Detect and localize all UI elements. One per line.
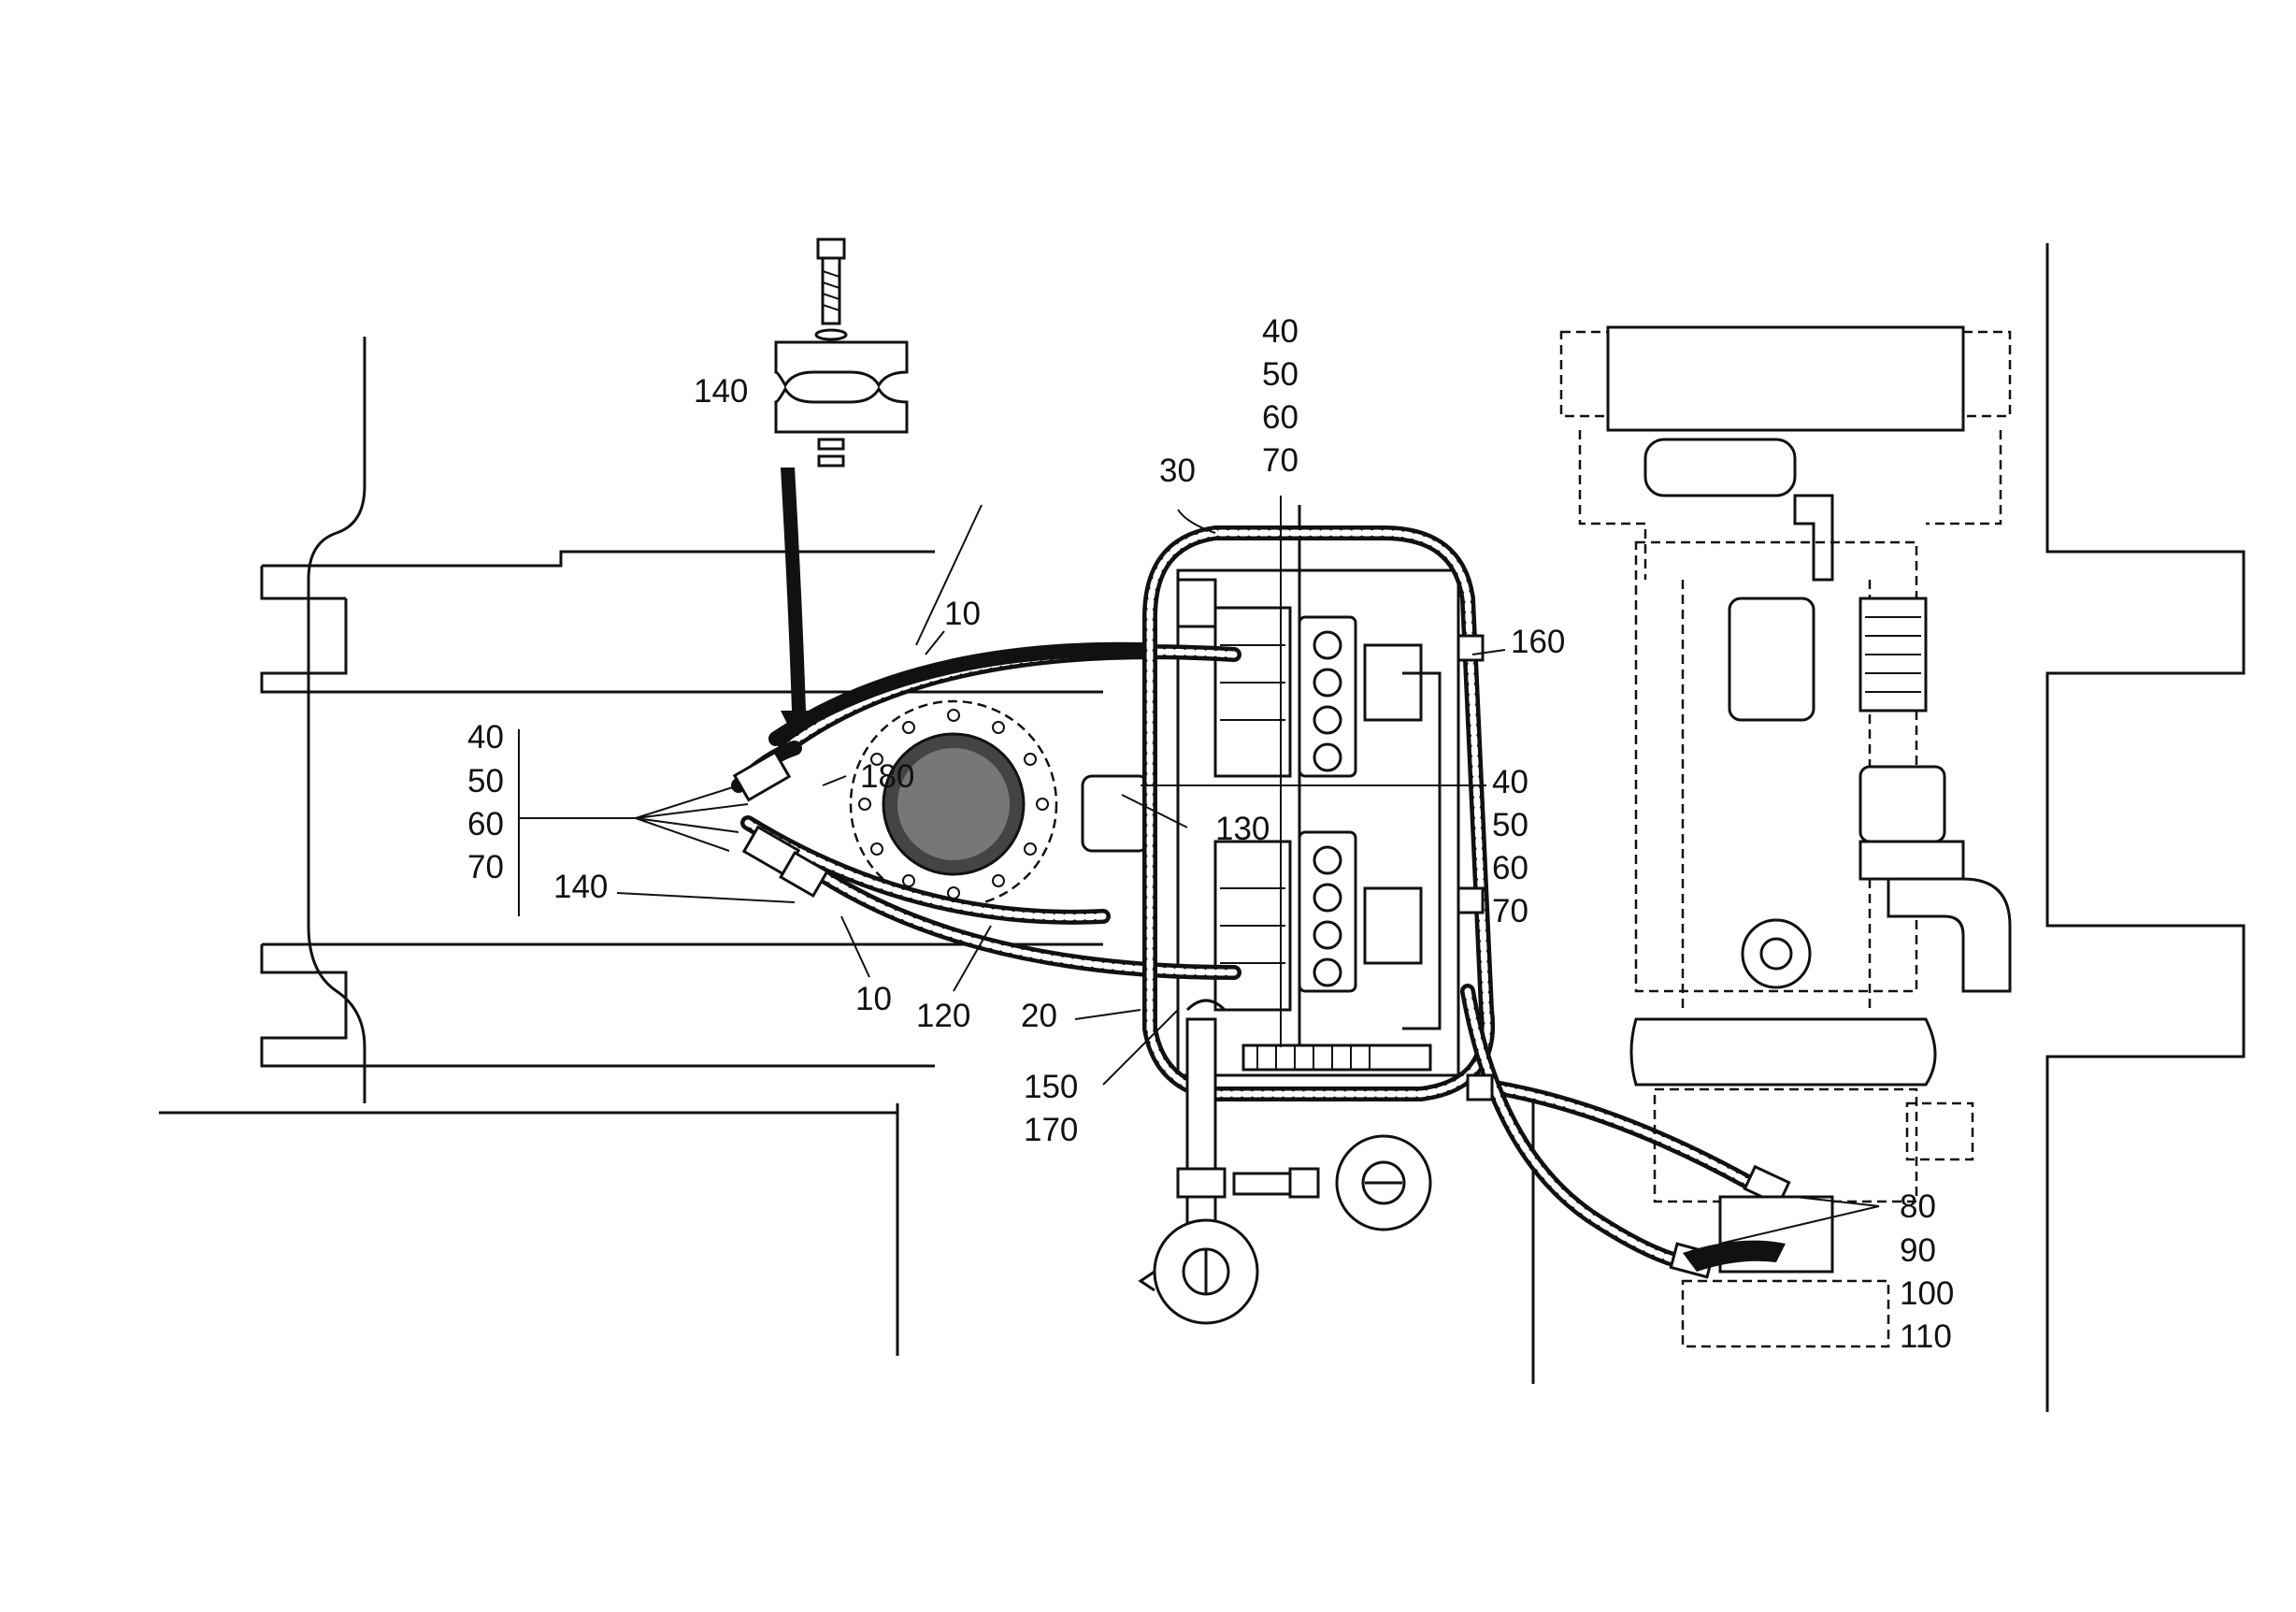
callout-10-upper: 10: [944, 596, 981, 632]
callout-160: 160: [1511, 624, 1565, 660]
callout-br-110: 110: [1900, 1318, 1952, 1355]
callout-30: 30: [1159, 453, 1196, 489]
callout-left-60: 60: [467, 806, 504, 842]
wheel-motor-hub: [849, 699, 1150, 909]
callout-right-70: 70: [1492, 893, 1528, 929]
callout-20: 20: [1021, 998, 1057, 1034]
callout-labels: 140 40 50 60 70 30 10 160 40 50 60 70 18…: [467, 313, 1954, 1355]
callout-130: 130: [1215, 811, 1270, 847]
callout-10-lower: 10: [855, 981, 892, 1017]
callout-140-lower: 140: [553, 869, 608, 905]
callout-left-70: 70: [467, 849, 504, 885]
callout-leader-lines: [518, 496, 1880, 1245]
callout-right-50: 50: [1492, 807, 1528, 843]
callout-180: 180: [860, 758, 914, 795]
callout-br-80: 80: [1900, 1188, 1936, 1225]
callout-140-top: 140: [694, 373, 748, 410]
callout-top-70: 70: [1262, 442, 1299, 479]
vehicle-frame-rails: [159, 337, 1535, 1384]
callout-top-50: 50: [1262, 356, 1299, 393]
callout-left-40: 40: [467, 719, 504, 756]
callout-br-90: 90: [1900, 1232, 1936, 1269]
hose-clamp-exploded-view: [774, 237, 909, 748]
engine-pump-assembly: [1559, 325, 2012, 1348]
callout-top-40: 40: [1262, 313, 1299, 350]
hose-fittings: [732, 634, 1791, 1279]
callout-top-60: 60: [1262, 399, 1299, 436]
callout-right-60: 60: [1492, 850, 1528, 886]
callout-150: 150: [1024, 1069, 1078, 1105]
right-frame-structure: [2045, 243, 2246, 1412]
callout-br-100: 100: [1900, 1275, 1954, 1312]
callout-right-40: 40: [1492, 764, 1528, 800]
callout-left-50: 50: [467, 763, 504, 799]
lower-pipes-and-gauges: [1138, 999, 1432, 1325]
callout-120: 120: [916, 998, 970, 1034]
hydraulic-valve-block: [1176, 505, 1460, 1077]
callout-170: 170: [1024, 1112, 1078, 1148]
